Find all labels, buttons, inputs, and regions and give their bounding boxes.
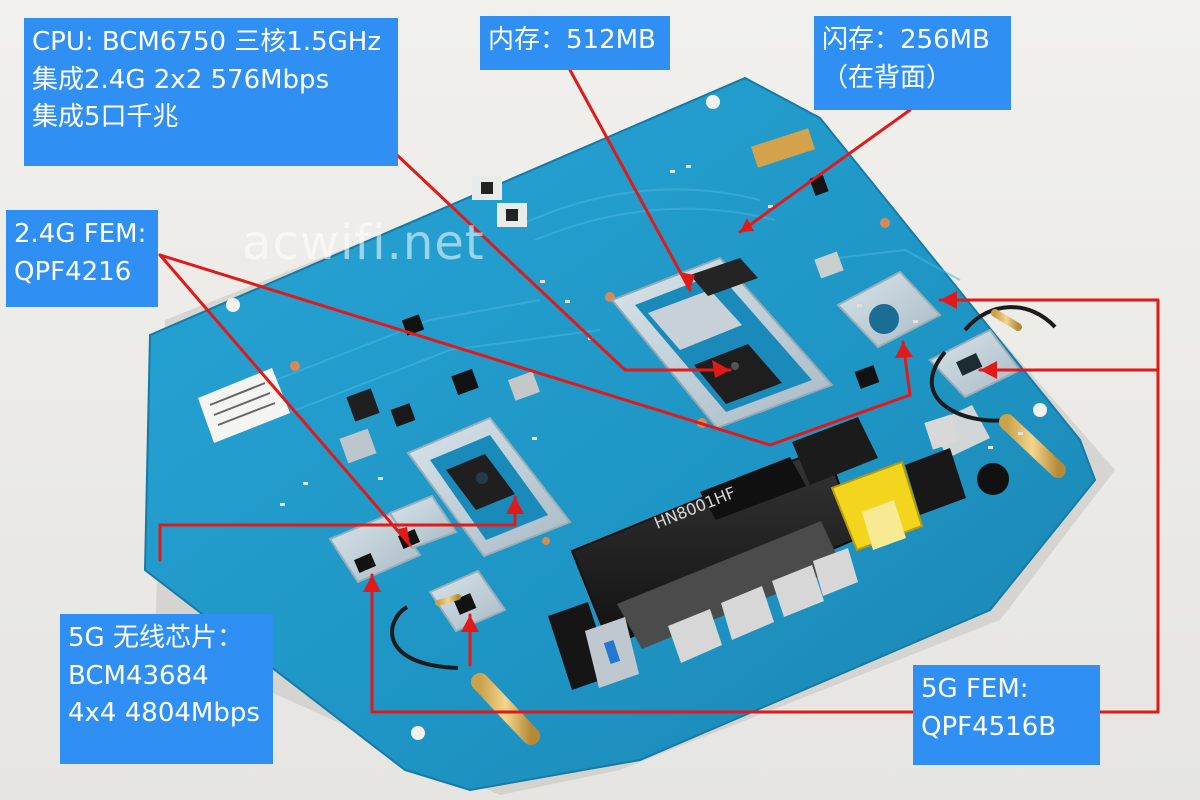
wifi-5g-label: 5G 无线芯片： BCM43684 4x4 4804Mbps: [60, 614, 273, 764]
fem-shields-left: [328, 494, 507, 633]
ram-label: 内存：512MB: [480, 16, 670, 70]
pcb-traces: [249, 188, 961, 421]
flash-pointer-line: [738, 108, 912, 234]
arrow-heads: [363, 218, 997, 632]
fem24-label: 2.4G FEM: QPF4216: [6, 210, 158, 307]
usb-port: [548, 602, 639, 690]
wifi-5g-label-line-2: BCM43684: [68, 660, 209, 691]
wifi-5g-label-line-1: 5G 无线芯片：: [68, 623, 243, 653]
fem24-pointer-b: [158, 253, 912, 447]
cpu-label-line-3: 集成5口千兆: [32, 102, 179, 133]
fem24-label-line-2: QPF4216: [14, 256, 132, 287]
tiny-parts: [280, 165, 1023, 506]
fem5g-pointer-left: [370, 573, 915, 714]
fem24-pointer-a: [158, 253, 412, 547]
fem5g-label: 5G FEM: QPF4516B: [913, 665, 1100, 765]
tactile-buttons: [472, 176, 527, 227]
fem24-label-line-1: 2.4G FEM:: [14, 219, 147, 249]
power-jack: [905, 414, 1009, 515]
ram-pointer-line: [568, 68, 692, 292]
pointer-lines: [158, 68, 1160, 714]
fem5g-pointer-right: [938, 298, 1160, 714]
flash-label-line-1: 闪存：256MB: [822, 25, 990, 55]
fem5g-label-line-2: QPF4516B: [921, 711, 1057, 742]
cpu-label-line-1: CPU: BCM6750 三核1.5GHz: [32, 27, 381, 57]
cpu-label: CPU: BCM6750 三核1.5GHz 集成2.4G 2x2 576Mbps…: [24, 18, 398, 166]
small-components: [339, 128, 880, 464]
cpu-label-line-2: 集成2.4G 2x2 576Mbps: [32, 64, 330, 95]
cpu-pointer-line: [395, 153, 732, 372]
flash-label-line-2: （在背面）: [822, 62, 953, 93]
wifi-5g-label-line-3: 4x4 4804Mbps: [68, 698, 260, 729]
cpu-ram-shield-frame: [610, 256, 834, 430]
wan-port: [830, 460, 924, 552]
watermark-text: acwifi.net: [242, 215, 485, 271]
antennas: [390, 305, 1066, 745]
ram-label-line-1: 内存：512MB: [488, 25, 656, 55]
serial-sticker: [198, 368, 290, 443]
fem5g-label-line-1: 5G FEM:: [921, 674, 1029, 704]
flash-label: 闪存：256MB （在背面）: [814, 16, 1011, 110]
ethernet-block: HN8001HF: [570, 417, 878, 663]
